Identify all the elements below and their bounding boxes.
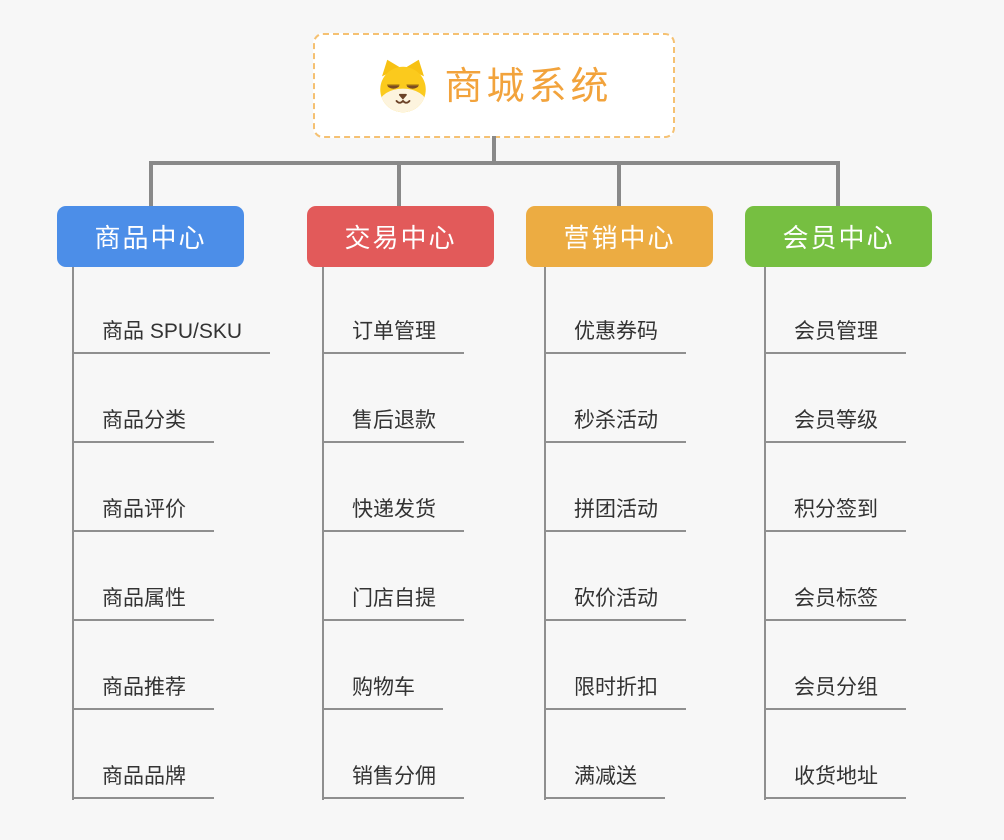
leaf-node[interactable]: 砍价活动 <box>544 532 686 621</box>
leaf-node[interactable]: 优惠券码 <box>544 265 686 354</box>
leaf-node[interactable]: 商品 SPU/SKU <box>72 265 271 354</box>
connector-horizontal-bus <box>149 161 840 165</box>
leaf-node[interactable]: 订单管理 <box>322 265 464 354</box>
connector-drop-marketing <box>617 163 621 206</box>
shiba-dog-icon <box>375 58 431 114</box>
connector-trunk-product <box>72 267 74 800</box>
leaf-node[interactable]: 售后退款 <box>322 354 464 443</box>
connector-trunk-marketing <box>544 267 546 800</box>
leaf-node[interactable]: 会员标签 <box>764 532 906 621</box>
branch-node-marketing-center[interactable]: 营销中心 <box>526 206 713 267</box>
connector-drop-product <box>149 163 153 206</box>
branch-node-product-center[interactable]: 商品中心 <box>57 206 244 267</box>
root-node[interactable]: 商城系统 <box>313 33 675 138</box>
leaf-node[interactable]: 秒杀活动 <box>544 354 686 443</box>
leaf-node[interactable]: 会员等级 <box>764 354 906 443</box>
connector-trunk-member <box>764 267 766 800</box>
branch-children-trade: 订单管理 售后退款 快递发货 门店自提 购物车 销售分佣 <box>322 265 464 799</box>
branch-children-product: 商品 SPU/SKU 商品分类 商品评价 商品属性 商品推荐 商品品牌 <box>72 265 271 799</box>
leaf-node[interactable]: 商品评价 <box>72 443 214 532</box>
root-title: 商城系统 <box>444 65 613 108</box>
leaf-node[interactable]: 会员管理 <box>764 265 906 354</box>
leaf-node[interactable]: 商品分类 <box>72 354 214 443</box>
connector-drop-member <box>836 163 840 206</box>
leaf-node[interactable]: 快递发货 <box>322 443 464 532</box>
leaf-node[interactable]: 商品属性 <box>72 532 214 621</box>
branch-node-member-center[interactable]: 会员中心 <box>745 206 932 267</box>
leaf-node[interactable]: 商品推荐 <box>72 621 214 710</box>
branch-children-member: 会员管理 会员等级 积分签到 会员标签 会员分组 收货地址 <box>764 265 906 799</box>
leaf-node[interactable]: 购物车 <box>322 621 443 710</box>
leaf-node[interactable]: 限时折扣 <box>544 621 686 710</box>
branch-children-marketing: 优惠券码 秒杀活动 拼团活动 砍价活动 限时折扣 满减送 <box>544 265 686 799</box>
connector-root-stub <box>492 136 496 164</box>
leaf-node[interactable]: 积分签到 <box>764 443 906 532</box>
leaf-node[interactable]: 销售分佣 <box>322 710 464 799</box>
branch-node-trade-center[interactable]: 交易中心 <box>307 206 494 267</box>
leaf-node[interactable]: 收货地址 <box>764 710 906 799</box>
leaf-node[interactable]: 拼团活动 <box>544 443 686 532</box>
connector-drop-trade <box>397 163 401 206</box>
leaf-node[interactable]: 满减送 <box>544 710 665 799</box>
leaf-node[interactable]: 门店自提 <box>322 532 464 621</box>
leaf-node[interactable]: 商品品牌 <box>72 710 214 799</box>
leaf-node[interactable]: 会员分组 <box>764 621 906 710</box>
connector-trunk-trade <box>322 267 324 800</box>
